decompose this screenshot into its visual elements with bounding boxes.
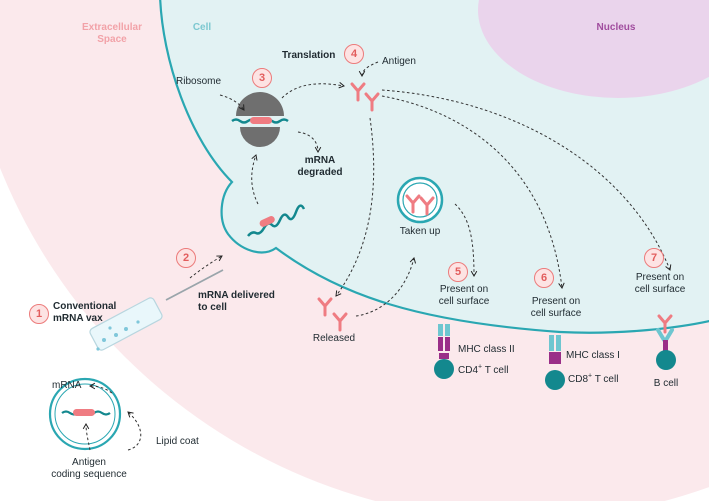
mhc-class-i-label: MHC class I: [566, 350, 620, 361]
mrna-label: mRNA: [52, 380, 82, 391]
flow-arrows: [82, 61, 672, 451]
ribosome-icon: [231, 92, 289, 147]
extracellular-region-label: Extracellular Space: [81, 22, 143, 45]
step-marker-5: 5: [448, 262, 468, 282]
cd4-t-cell-label: CD4+ T cell: [458, 363, 509, 376]
b-cell-label: B cell: [653, 378, 679, 389]
step-marker-7: 7: [644, 248, 664, 268]
translation-label: Translation: [282, 50, 336, 61]
antigen-label: Antigen: [382, 56, 416, 67]
nucleus-region-label: Nucleus: [596, 22, 636, 33]
step-marker-3: 3: [252, 68, 272, 88]
mrna-strand-endosome-icon: [247, 204, 306, 237]
step-marker-6: 6: [534, 268, 554, 288]
uptake-vesicle-icon: [396, 176, 444, 224]
ribosome-label: Ribosome: [176, 76, 222, 87]
lipid-nanoparticle-icon: [48, 377, 122, 451]
mrna-degraded-label: mRNA degraded: [297, 155, 343, 178]
step-marker-4: 4: [344, 44, 364, 64]
cd8-t-cell-label: CD8+ T cell: [568, 372, 619, 385]
present-on-surface-label-6: Present on cell surface: [530, 296, 582, 319]
step-marker-1: 1: [29, 304, 49, 324]
lipid-coat-label: Lipid coat: [156, 436, 199, 447]
conventional-vax-label: Conventional mRNA vax: [53, 301, 117, 324]
present-on-surface-label-7: Present on cell surface: [634, 272, 686, 295]
mhc-class-ii-icon: [434, 324, 454, 379]
antigen-coding-sequence-label: Antigen coding sequence: [51, 457, 127, 480]
step-marker-2: 2: [176, 248, 196, 268]
taken-up-label: Taken up: [399, 226, 441, 237]
mrna-delivered-label: mRNA delivered to cell: [198, 290, 275, 313]
cell-region-label: Cell: [192, 22, 212, 33]
released-label: Released: [312, 333, 356, 344]
mhc-class-ii-label: MHC class II: [458, 344, 515, 355]
present-on-surface-label-5: Present on cell surface: [438, 284, 490, 307]
nucleus: [478, 0, 709, 98]
b-cell-receptor-icon: [656, 314, 676, 370]
syringe-icon: [89, 269, 224, 351]
mhc-class-i-icon: [545, 335, 565, 390]
